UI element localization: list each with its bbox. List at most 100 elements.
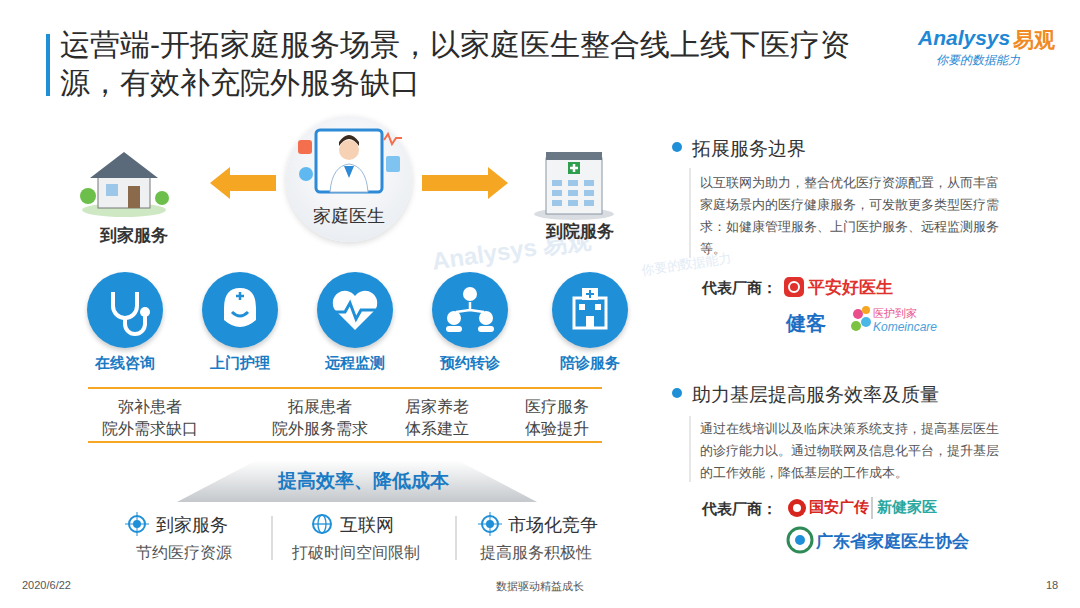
service-label: 上门护理 <box>210 354 270 373</box>
vendor-logo: 健客 <box>786 310 826 337</box>
logo-mark <box>793 504 801 512</box>
logo-mark <box>789 282 799 292</box>
service-icon <box>317 272 393 348</box>
icon-part <box>333 291 377 330</box>
logo-mark <box>788 499 806 517</box>
divider-line <box>88 441 602 443</box>
icon-part <box>478 326 494 332</box>
logo-mark <box>795 535 805 545</box>
logo-mark <box>788 528 812 552</box>
service-circle: 陪诊服务 <box>552 272 628 348</box>
service-icon <box>202 272 278 348</box>
icon-part <box>595 304 601 310</box>
logo-tagline: 你要的数据能力 <box>936 52 1020 69</box>
benefit-text: 医疗服务 体验提升 <box>525 396 589 440</box>
node-label: 家庭医生 <box>286 204 412 228</box>
target-icon <box>478 512 502 536</box>
benefit-text: 居家养老 体系建立 <box>405 396 469 440</box>
icon-part <box>574 298 606 328</box>
factor-heading: 到家服务 <box>156 513 228 537</box>
vendor-logo: Komeincare <box>873 320 937 334</box>
factor-heading: 市场化竞争 <box>508 513 598 537</box>
icon-part <box>584 190 594 196</box>
icon-node: 到院服务 <box>522 142 638 250</box>
icon-part <box>386 156 400 172</box>
service-label: 在线咨询 <box>95 354 155 373</box>
icon-part <box>586 290 594 298</box>
factor-text: 打破时间空间限制 <box>292 543 420 564</box>
icon-part <box>98 174 150 208</box>
factor-text: 提高服务积极性 <box>480 543 592 564</box>
icon-node: 到家服务 <box>72 146 196 250</box>
icon-part <box>568 200 578 206</box>
icon-part <box>584 180 594 186</box>
icon-part <box>579 304 585 310</box>
icon-part <box>552 190 562 196</box>
vendor-logo: 医护到家 <box>873 306 917 321</box>
icon-part <box>546 158 602 214</box>
icon-part <box>568 190 578 196</box>
icon-part <box>316 130 382 192</box>
section-heading: 助力基层提高服务效率及质量 <box>692 382 939 408</box>
service-circle: 上门护理 <box>202 272 278 348</box>
page-number: 18 <box>1046 579 1058 591</box>
logo-mark <box>851 306 871 331</box>
factor-text: 节约医疗资源 <box>136 543 232 564</box>
vendor-logo: 平安好医生 <box>808 276 893 299</box>
icon-part <box>568 162 580 174</box>
icon-part <box>339 135 359 146</box>
icon-part <box>447 311 461 325</box>
bullet-dot <box>672 142 682 152</box>
center-circle: 家庭医生 <box>286 116 412 242</box>
icon-part <box>344 166 354 178</box>
icon-part <box>582 288 598 300</box>
icon-part <box>333 303 377 319</box>
service-circle: 预约转诊 <box>432 272 508 348</box>
vendor-logo: 广东省家庭医生协会 <box>816 530 969 553</box>
title-bar <box>46 34 50 96</box>
icon-part <box>384 134 402 144</box>
icon-part <box>232 312 248 316</box>
footer-date: 2020/6/22 <box>22 579 71 591</box>
panel-line <box>690 416 691 482</box>
icon-part <box>299 167 313 181</box>
divider-line <box>88 387 602 389</box>
connector-arrow <box>210 167 276 199</box>
section-heading: 拓展服务边界 <box>692 136 806 162</box>
icon-part <box>113 292 137 318</box>
service-icon <box>432 272 508 348</box>
service-label: 陪诊服务 <box>560 354 620 373</box>
logo-text: 易观 <box>1013 26 1055 54</box>
logo-text: Analysys <box>918 26 1010 50</box>
slide-title: 运营端-开拓家庭服务场景，以家庭医生整合线上线下医疗资源，有效补充院外服务缺口 <box>60 26 890 102</box>
service-label: 预约转诊 <box>440 354 500 373</box>
separator <box>456 516 457 560</box>
benefit-text: 弥补患者 院外需求缺口 <box>102 396 198 440</box>
icon-part <box>125 316 145 334</box>
vendor-caption: 代表厂商： <box>702 279 777 298</box>
trapezoid-band: 提高效率、降低成本 <box>177 460 549 502</box>
service-circle: 远程监测 <box>317 272 393 348</box>
icon-part <box>584 200 594 206</box>
logo-mark <box>784 277 804 297</box>
icon-part <box>552 180 562 186</box>
section-body: 以互联网为助力，整合优化医疗资源配置，从而丰富家庭场景内的医疗健康服务，可发散更… <box>700 172 1005 260</box>
node-label: 到院服务 <box>522 220 638 243</box>
icon-part <box>90 152 158 178</box>
icon-part <box>479 311 493 325</box>
icon-part <box>106 184 118 196</box>
target-icon <box>125 512 149 536</box>
icon-part <box>456 302 484 312</box>
bullet-dot <box>672 388 682 398</box>
factor-heading: 互联网 <box>340 513 394 537</box>
icon-part <box>552 200 562 206</box>
globe-icon <box>313 515 331 533</box>
separator <box>272 516 273 560</box>
icon-part <box>339 140 359 160</box>
icon-part <box>155 191 169 205</box>
icon-part <box>298 140 312 154</box>
icon-part <box>140 307 150 317</box>
footer-text: 数据驱动精益成长 <box>496 579 584 594</box>
icon-part <box>568 180 578 186</box>
icon-part <box>546 152 602 160</box>
